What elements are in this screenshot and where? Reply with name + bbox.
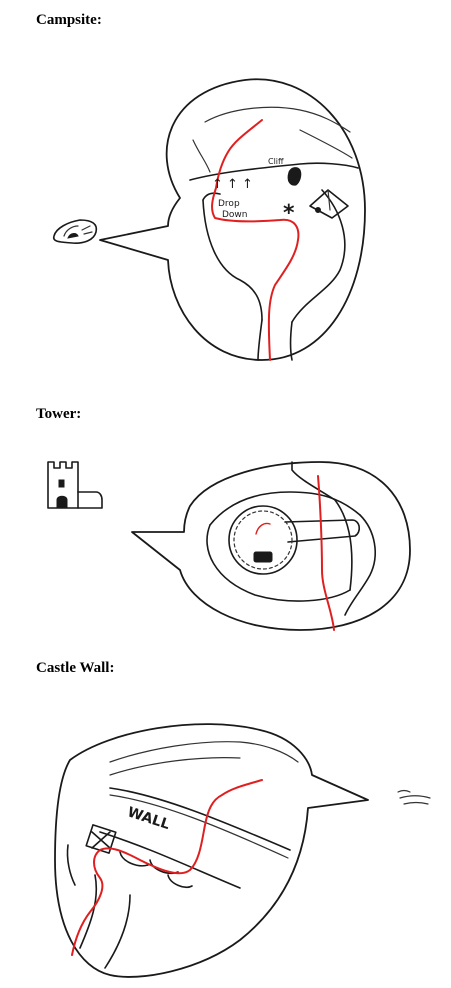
wall-bottom (100, 832, 240, 888)
wall-top (110, 788, 290, 850)
rock-marker (288, 168, 301, 186)
drop-label: Drop (218, 199, 240, 209)
castle-tower-icon (48, 462, 102, 508)
tent-marker (310, 190, 348, 218)
castle-wall-map: WALL (0, 700, 451, 988)
castle-wall-route (72, 780, 262, 955)
tower-route (318, 476, 334, 630)
campsite-map: Cliff ↑ ↑ ↑ Drop Down * (0, 60, 451, 370)
campsite-route (212, 120, 298, 360)
tower-bubble (132, 462, 410, 630)
down-label: Down (222, 210, 248, 220)
cliff-label: Cliff (268, 157, 284, 166)
tower-map (0, 440, 451, 640)
asterisk-marker: * (283, 201, 295, 226)
gate-marker (86, 825, 116, 853)
castle-wall-bubble (55, 724, 368, 977)
section-title-castle-wall: Castle Wall: (36, 660, 115, 676)
tower-marker (229, 506, 297, 574)
campsite-bubble (100, 79, 365, 360)
section-title-tower: Tower: (36, 406, 82, 422)
wind-lines-icon (398, 791, 430, 805)
road-bar (285, 520, 359, 542)
cliff-edge (190, 163, 358, 180)
section-title-campsite: Campsite: (36, 12, 102, 28)
up-arrows: ↑ ↑ ↑ (212, 177, 253, 192)
tent-icon (54, 220, 97, 243)
